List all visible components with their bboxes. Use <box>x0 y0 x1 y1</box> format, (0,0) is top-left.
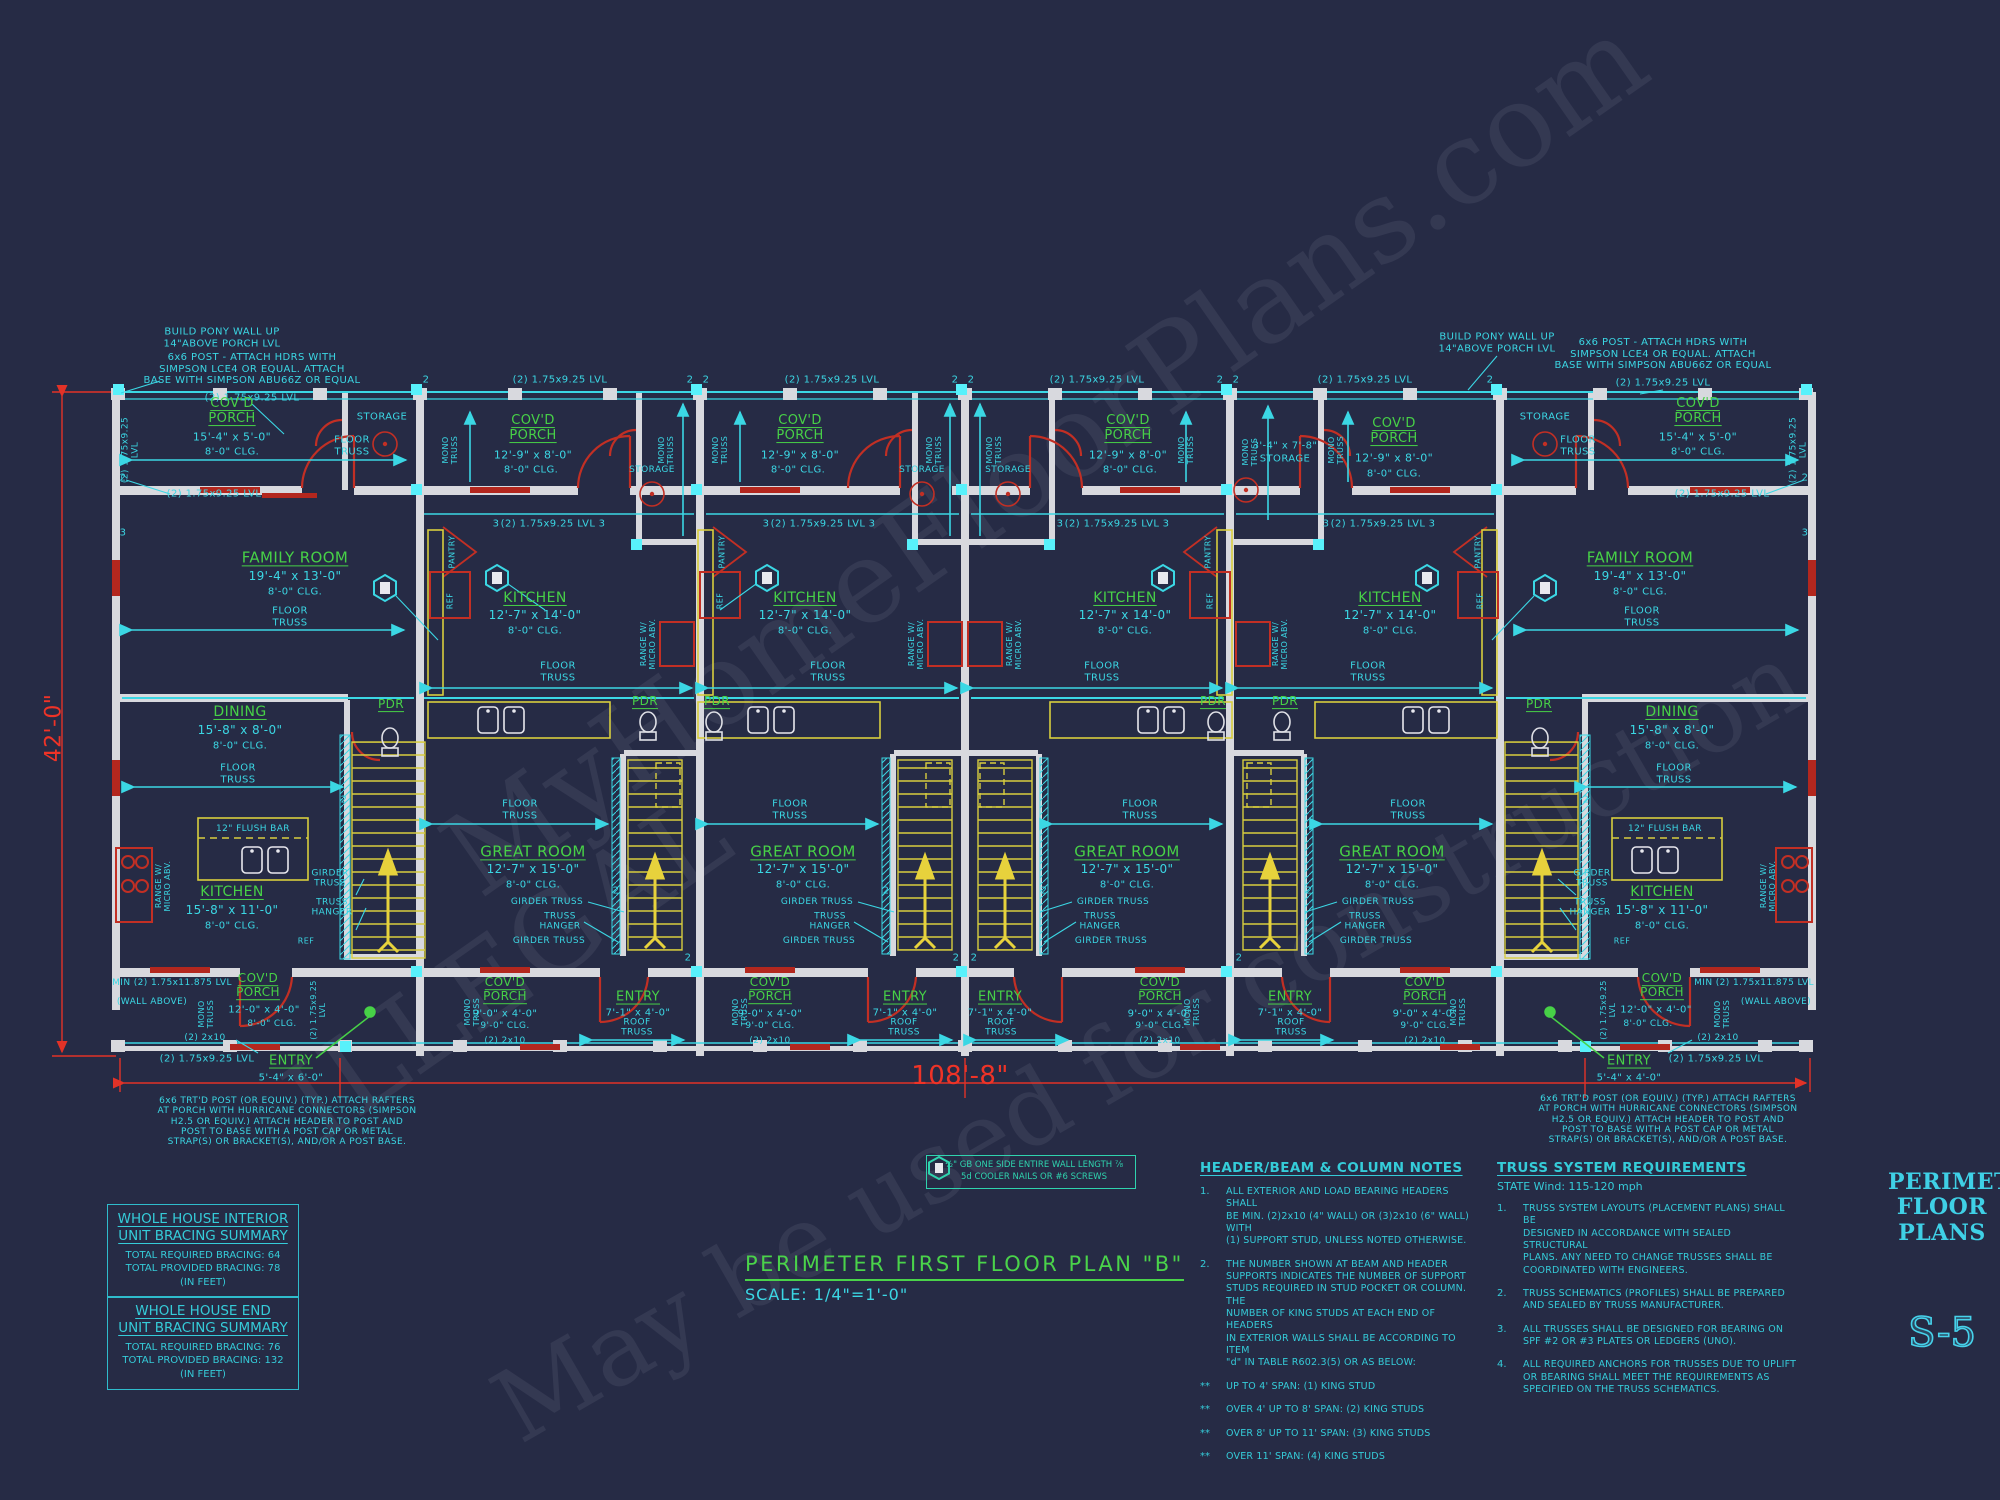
bracing-summary-title: WHOLE HOUSE END UNIT BRACING SUMMARY <box>118 1303 288 1336</box>
gypsum-board-note: ½" GB ONE SIDE ENTIRE WALL LENGTH ⅞ 5d C… <box>926 1155 1136 1189</box>
interior-unit-bracing-summary: WHOLE HOUSE INTERIOR UNIT BRACING SUMMAR… <box>107 1204 299 1299</box>
note-item-text: OVER 11' SPAN: (4) KING STUDS <box>1226 1450 1386 1462</box>
note-item: 3. ALL TRUSSES SHALL BE DESIGNED FOR BEAR… <box>1497 1324 1797 1349</box>
sheet-title-line: PERIMETER <box>1888 1169 2000 1195</box>
notes-title: TRUSS SYSTEM REQUIREMENTS <box>1497 1160 1747 1176</box>
note-item-number: 4. <box>1497 1359 1507 1371</box>
drawing-title-block: PERIMETER FIRST FLOOR PLAN "B" SCALE: 1/… <box>745 1252 1184 1304</box>
sheet-title-line: FLOOR <box>1896 1194 1988 1221</box>
bracing-summary-body: TOTAL REQUIRED BRACING: 64 TOTAL PROVIDE… <box>125 1249 281 1288</box>
sheet-title-panel: PERIMETER FLOOR PLANS S-5 <box>1888 1169 2000 1357</box>
gypsum-board-note-text: ½" GB ONE SIDE ENTIRE WALL LENGTH ⅞ 5d C… <box>944 1160 1124 1182</box>
note-item-number: ** <box>1200 1450 1210 1462</box>
note-item-number: 1. <box>1497 1203 1507 1214</box>
note-item: ** OVER 4' UP TO 8' SPAN: (2) KING STUDS <box>1200 1404 1482 1416</box>
note-item: 1. ALL EXTERIOR AND LOAD BEARING HEADERS … <box>1200 1186 1482 1248</box>
note-item: 1. TRUSS SYSTEM LAYOUTS (PLACEMENT PLANS)… <box>1497 1203 1797 1277</box>
note-item-text: ALL REQUIRED ANCHORS FOR TRUSSES DUE TO … <box>1523 1359 1797 1396</box>
note-item: 2. THE NUMBER SHOWN AT BEAM AND HEADER SU… <box>1200 1259 1482 1370</box>
drawing-scale: SCALE: 1/4"=1'-0" <box>745 1285 909 1304</box>
note-item-number: ** <box>1200 1427 1210 1439</box>
notes-title: HEADER/BEAM & COLUMN NOTES <box>1200 1160 1463 1176</box>
note-item-number: 1. <box>1200 1186 1210 1197</box>
note-item: ** UP TO 4' SPAN: (1) KING STUD <box>1200 1381 1482 1393</box>
notes-column: TRUSS SYSTEM REQUIREMENTS STATE Wind: 115… <box>1497 1160 1797 1407</box>
note-item: ** OVER 11' SPAN: (4) KING STUDS <box>1200 1451 1482 1463</box>
note-item-number: 3. <box>1497 1323 1507 1335</box>
note-item-text: ALL EXTERIOR AND LOAD BEARING HEADERS SH… <box>1226 1186 1470 1247</box>
drawing-title: PERIMETER FIRST FLOOR PLAN "B" <box>745 1252 1184 1281</box>
note-item-text: TRUSS SYSTEM LAYOUTS (PLACEMENT PLANS) S… <box>1523 1203 1785 1276</box>
note-item-number: 2. <box>1497 1288 1507 1300</box>
note-item-text: ALL TRUSSES SHALL BE DESIGNED FOR BEARIN… <box>1523 1323 1784 1348</box>
note-item-text: UP TO 4' SPAN: (1) KING STUD <box>1226 1380 1376 1392</box>
end-unit-bracing-summary: WHOLE HOUSE END UNIT BRACING SUMMARY TOT… <box>107 1296 299 1391</box>
note-item: ** OVER 8' UP TO 11' SPAN: (3) KING STUDS <box>1200 1428 1482 1440</box>
note-item-number: 2. <box>1200 1258 1210 1270</box>
bracing-summary-title: WHOLE HOUSE INTERIOR UNIT BRACING SUMMAR… <box>117 1211 289 1244</box>
sheet-title-line: PLANS <box>1898 1219 1986 1246</box>
notes-column: HEADER/BEAM & COLUMN NOTES 1. ALL EXTERIOR… <box>1200 1160 1482 1474</box>
note-item: 2. TRUSS SCHEMATICS (PROFILES) SHALL BE P… <box>1497 1288 1797 1313</box>
note-item-text: OVER 4' UP TO 8' SPAN: (2) KING STUDS <box>1226 1404 1425 1416</box>
sheet-number: S-5 <box>1907 1309 1976 1357</box>
bracing-summary-body: TOTAL REQUIRED BRACING: 76 TOTAL PROVIDE… <box>122 1341 284 1380</box>
note-item-text: OVER 8' UP TO 11' SPAN: (3) KING STUDS <box>1226 1427 1431 1439</box>
note-item-text: THE NUMBER SHOWN AT BEAM AND HEADER SUPP… <box>1226 1258 1467 1369</box>
notes-subtitle: STATE Wind: 115-120 mph <box>1497 1180 1643 1193</box>
note-item-number: ** <box>1200 1404 1210 1416</box>
note-item-text: TRUSS SCHEMATICS (PROFILES) SHALL BE PRE… <box>1523 1288 1786 1312</box>
note-item-number: ** <box>1200 1380 1210 1392</box>
note-item: 4. ALL REQUIRED ANCHORS FOR TRUSSES DUE T… <box>1497 1359 1797 1396</box>
